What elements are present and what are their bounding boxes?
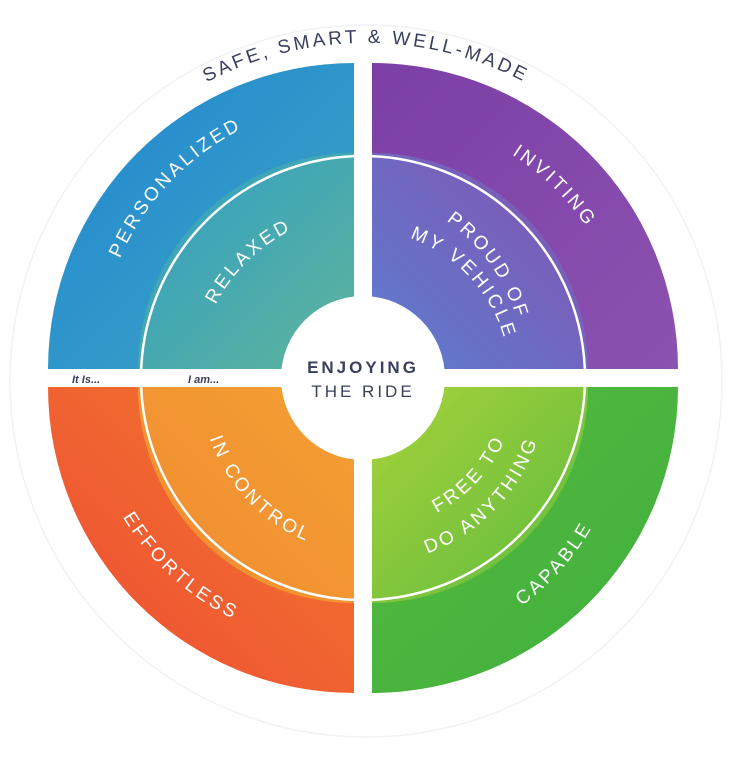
divider-ring (139, 154, 587, 602)
center-title-line2: THE RIDE (311, 382, 414, 401)
center-hub (281, 296, 445, 460)
row-label-outer: It Is... (72, 374, 100, 386)
row-label-inner: I am... (188, 374, 219, 386)
wedge-top-right-inner (372, 153, 588, 369)
wedge-top-left-inner (138, 153, 354, 369)
center-title-line1: ENJOYING (307, 358, 419, 377)
wedge-bottom-left-inner (138, 387, 354, 603)
wedge-bottom-right-inner (372, 387, 588, 603)
